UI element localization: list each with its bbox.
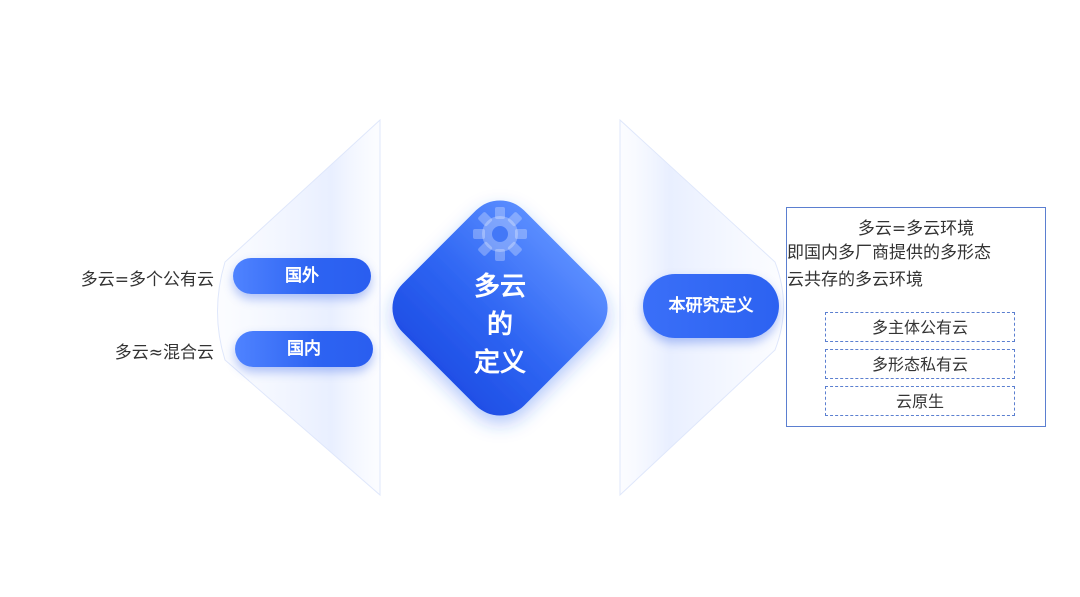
center-title-line-2: 的 (486, 310, 513, 340)
definition-item-multi-private-cloud: 多形态私有云 (825, 349, 1015, 379)
definition-desc-line-1: 即国内多厂商提供的多形态 (787, 243, 991, 263)
definition-title: 多云=多云环境 (857, 219, 975, 239)
research-definition-pill: 本研究定义 (643, 274, 779, 338)
definition-description: 即国内多厂商提供的多形态 云共存的多云环境 (787, 240, 1045, 294)
center-title-line-1: 多云 (473, 272, 526, 302)
definition-item-cloud-native: 云原生 (825, 386, 1015, 416)
domestic-pill: 国内 (235, 331, 373, 367)
center-diamond (392, 200, 608, 416)
definition-desc-line-2: 云共存的多云环境 (787, 270, 923, 290)
definition-box: 多云=多云环境 即国内多厂商提供的多形态 云共存的多云环境 多主体公有云 多形态… (786, 207, 1046, 427)
gear-icon (473, 207, 527, 261)
center-title-line-3: 定义 (473, 348, 526, 378)
abroad-description: 多云=多个公有云 (80, 270, 214, 290)
definition-item-multi-public-cloud: 多主体公有云 (825, 312, 1015, 342)
domestic-description: 多云≈混合云 (114, 343, 214, 363)
abroad-pill: 国外 (233, 258, 371, 294)
left-fan-shape (217, 118, 381, 497)
center-title: 多云 的 定义 (430, 268, 570, 382)
